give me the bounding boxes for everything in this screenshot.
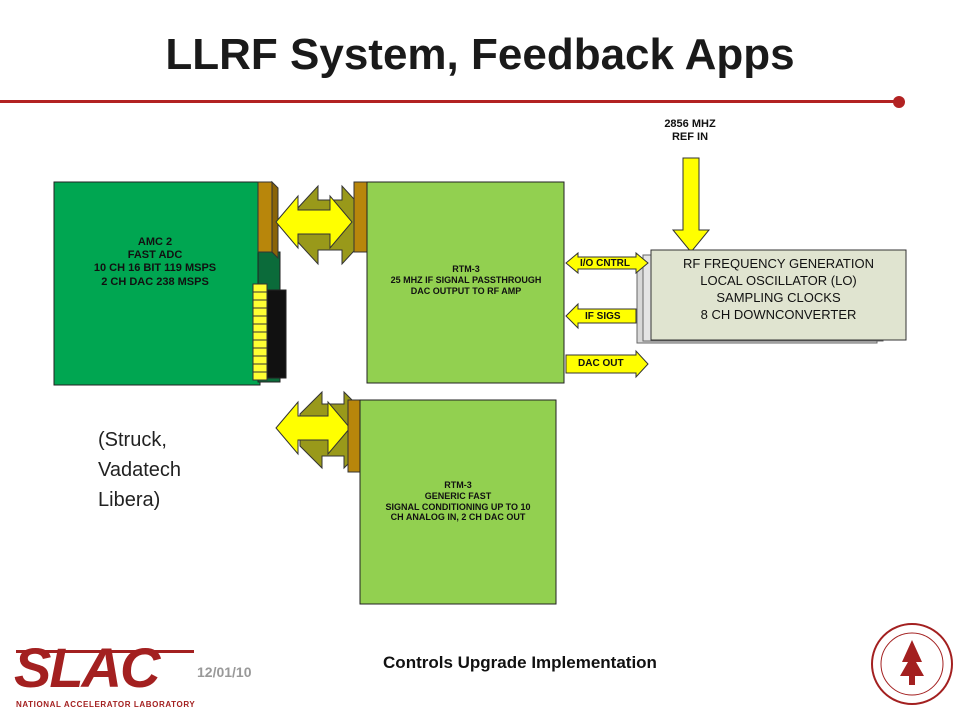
top-link-arrow <box>275 194 353 250</box>
ref-in-line1: 2856 MHZ <box>664 118 716 130</box>
rf-gen-label: RF FREQUENCY GENERATION LOCAL OSCILLATOR… <box>651 256 906 324</box>
ref-in-arrow <box>671 157 711 253</box>
page-title: LLRF System, Feedback Apps <box>165 30 795 79</box>
vendor-line: Libera) <box>98 489 161 511</box>
io-cntrl-label: I/O CNTRL <box>580 258 630 269</box>
amc-card <box>53 181 261 386</box>
amc-top-connector <box>257 181 273 253</box>
rf-gen-line: SAMPLING CLOCKS <box>716 289 841 305</box>
dac-out-label: DAC OUT <box>578 358 624 369</box>
footer-title: Controls Upgrade Implementation <box>383 653 657 672</box>
rtm-top-label: RTM-3 25 MHZ IF SIGNAL PASSTHROUGH DAC O… <box>368 264 564 296</box>
vendor-line: (Struck, <box>98 429 167 451</box>
rtm-top-line: 25 MHZ IF SIGNAL PASSTHROUGH <box>390 274 542 285</box>
vendor-list: (Struck, Vadatech Libera) <box>98 425 181 515</box>
rtm-bottom-line: SIGNAL CONDITIONING UP TO 10 <box>385 501 531 512</box>
amc-line: 10 CH 16 BIT 119 MSPS <box>93 262 217 275</box>
rtm-bottom-line: CH ANALOG IN, 2 CH DAC OUT <box>390 512 526 523</box>
rtm-top-line: RTM-3 <box>452 264 480 274</box>
rtm-top-connector <box>353 181 369 253</box>
rf-gen-box <box>650 249 907 341</box>
footer-date: 12/01/10 <box>197 664 252 680</box>
ref-in-label: 2856 MHZ REF IN <box>650 118 730 144</box>
rtm-bottom-label: RTM-3 GENERIC FAST SIGNAL CONDITIONING U… <box>360 480 556 523</box>
ref-in-line2: REF IN <box>671 131 709 144</box>
amc-line: 2 CH DAC 238 MSPS <box>101 275 209 288</box>
stanford-seal-icon <box>871 623 953 705</box>
rf-gen-line: LOCAL OSCILLATOR (LO) <box>700 272 857 288</box>
dac-out-arrow <box>565 349 649 379</box>
if-sigs-arrow <box>565 302 637 330</box>
rtm-bottom-line: RTM-3 <box>444 480 472 490</box>
slac-logo: SLAC <box>14 636 160 699</box>
if-sigs-label: IF SIGS <box>585 311 621 322</box>
rtm-bottom-card <box>359 399 557 605</box>
rtm-bottom-line: GENERIC FAST <box>424 490 492 501</box>
rf-gen-line: 8 CH DOWNCONVERTER <box>700 306 857 322</box>
slac-logo-subtitle: NATIONAL ACCELERATOR LABORATORY <box>16 700 196 709</box>
amc-line: AMC 2 <box>137 236 173 248</box>
title-rule <box>0 100 900 103</box>
rtm-top-line: DAC OUTPUT TO RF AMP <box>410 285 522 296</box>
amc-connector-ticks <box>253 291 267 373</box>
rtm-top-card <box>366 181 565 384</box>
slac-logo-graphic <box>16 650 194 653</box>
amc-line: FAST ADC <box>127 249 183 262</box>
amc-card-label: AMC 2 FAST ADC 10 CH 16 BIT 119 MSPS 2 C… <box>60 236 250 289</box>
title-rule-dot <box>893 96 905 108</box>
vendor-line: Vadatech <box>98 459 182 481</box>
amc-top-connector-side <box>271 180 279 260</box>
rf-gen-line: RF FREQUENCY GENERATION <box>683 256 874 271</box>
io-cntrl-arrow <box>565 251 649 275</box>
